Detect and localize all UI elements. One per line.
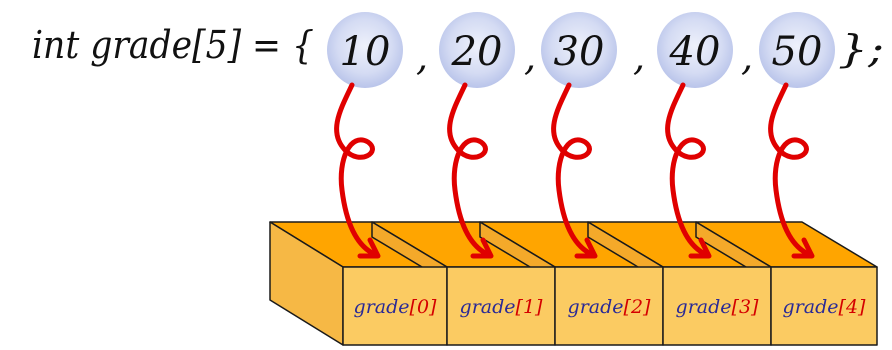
comma-separator: , (416, 35, 428, 79)
cell-label-name: grade (460, 296, 516, 318)
cell-label-index: 1 (523, 296, 535, 318)
cell-front (446, 266, 556, 346)
cell-front (342, 266, 448, 346)
cell-label: grade[3] (676, 296, 760, 318)
declaration-suffix: }; (838, 27, 884, 71)
cell-label: grade[1] (460, 296, 544, 318)
cell-label: grade[4] (783, 296, 867, 318)
cell-label-index: 2 (630, 296, 643, 318)
cell-label: grade[0] (354, 296, 438, 318)
arrow-2 (551, 82, 598, 259)
cell-label-name: grade (354, 296, 410, 318)
cell-front (554, 266, 664, 346)
value-numbers: 10 20 30 40 50 (340, 29, 823, 75)
cell-label: grade[2] (568, 296, 652, 318)
cell-label-name: grade (568, 296, 624, 318)
separators: , , , , (416, 35, 753, 79)
arrow-4 (768, 82, 815, 259)
cell-label-name: grade (676, 296, 732, 318)
cell-label-index: 4 (845, 296, 858, 318)
cell-label-name: grade (783, 296, 839, 318)
value-bubble (327, 12, 403, 88)
value-number: 40 (669, 29, 721, 75)
cell-label-index: 0 (417, 296, 429, 318)
assignment-arrows (334, 82, 815, 259)
value-bubble (657, 12, 733, 88)
value-number: 30 (554, 29, 605, 75)
cell-labels: grade[0] grade[1] grade[2] grade[3] grad… (354, 296, 867, 318)
comma-separator: , (741, 35, 753, 79)
arrow-1 (447, 82, 494, 259)
comma-separator: , (633, 35, 645, 79)
value-number: 20 (451, 29, 503, 75)
cell-front (770, 266, 878, 346)
value-bubble (759, 12, 835, 88)
cell-label-index: 3 (739, 296, 751, 318)
value-number: 50 (772, 29, 823, 75)
value-number: 10 (340, 29, 391, 75)
cell-front (662, 266, 772, 346)
value-bubble (439, 12, 515, 88)
arrow-3 (665, 82, 712, 259)
arrow-0 (334, 82, 381, 259)
declaration-prefix: int grade[5] = { (32, 23, 314, 67)
value-bubble (541, 12, 617, 88)
comma-separator: , (524, 35, 536, 79)
value-bubbles (327, 12, 835, 88)
